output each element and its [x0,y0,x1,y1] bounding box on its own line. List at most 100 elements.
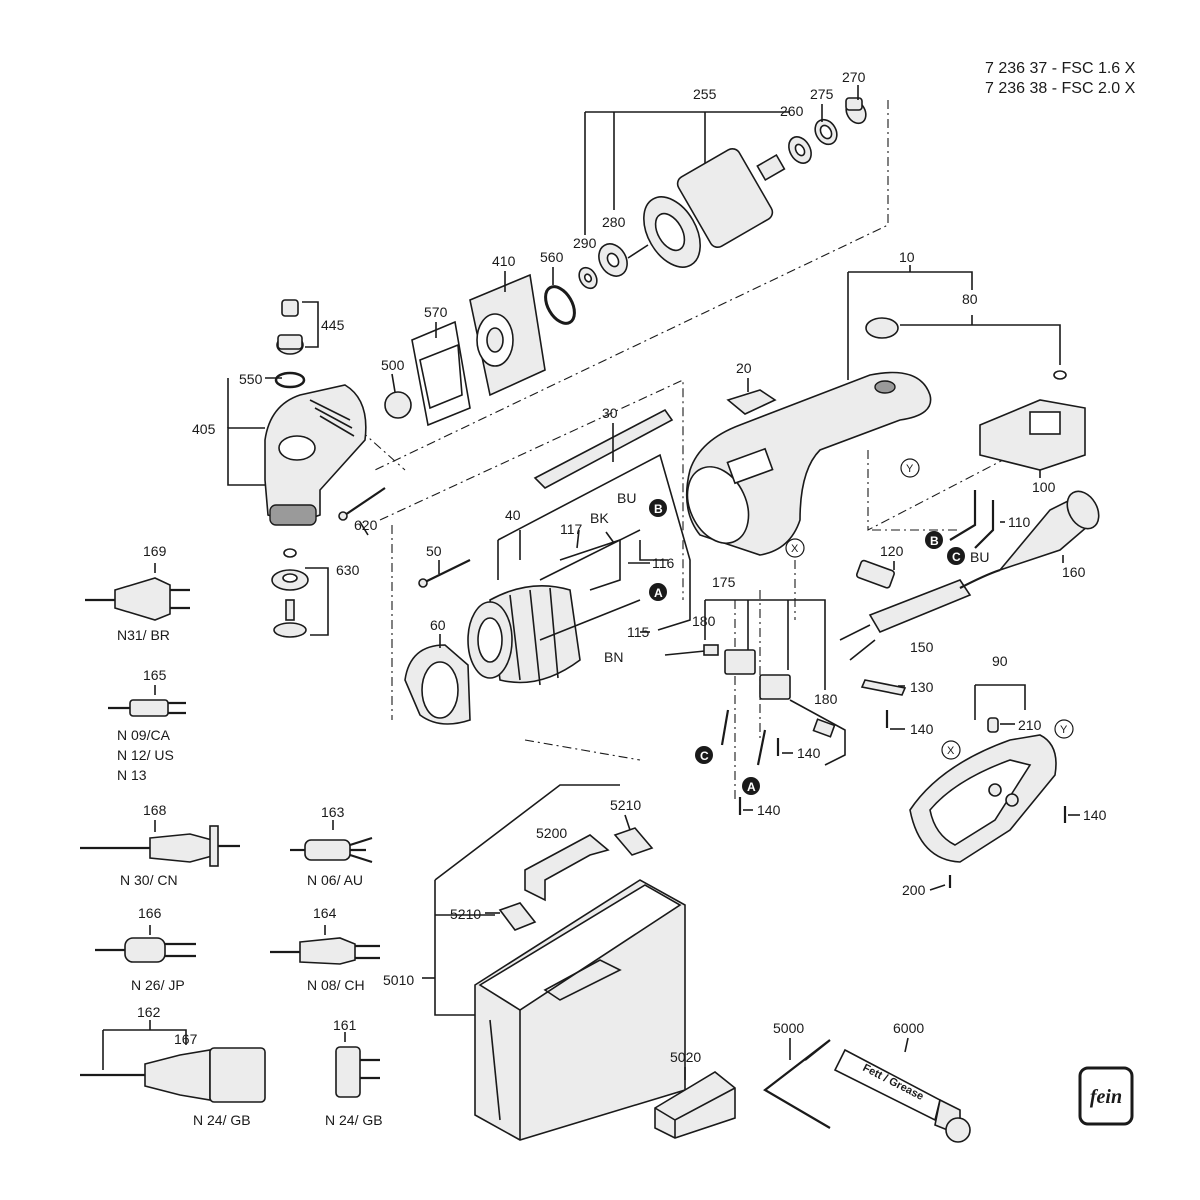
label-280: 280 [602,214,626,230]
label-620: 620 [354,517,378,533]
washer-290 [578,266,598,290]
label-570: 570 [424,304,448,320]
label-167: 167 [174,1031,198,1047]
alignment-callouts: X Y X Y [785,458,1074,760]
label-166: 166 [138,905,162,921]
stator-40 [467,585,581,686]
label-550: 550 [239,371,263,387]
end-shield-60 [404,644,471,725]
cap-445 [276,299,304,355]
label-120: 120 [880,543,904,559]
bearing-260 [788,136,812,164]
plug-165 [108,685,186,717]
clamp-130 [860,679,907,696]
switch-rod-30 [533,408,674,489]
plug-166 [95,925,196,963]
wire-label-bu-1: BU [617,490,636,506]
handle-cover-90 [909,684,1057,888]
label-160: 160 [1062,564,1086,580]
label-210: 210 [1018,717,1042,733]
label-161: 161 [333,1017,357,1033]
cap-80 [865,315,1067,380]
variant-n24-b: N 24/ GB [325,1112,383,1128]
label-140-b: 140 [797,745,821,761]
plug-162 [80,1020,266,1103]
callout-a-1: A [654,586,663,600]
callout-y-1: Y [906,463,914,475]
plug-169 [85,563,190,621]
label-175: 175 [712,574,736,590]
ring-275 [814,118,838,146]
label-180-a: 180 [692,613,716,629]
block-5020 [654,1071,736,1139]
model-line-2: 7 236 38 - FSC 2.0 X [985,80,1136,97]
label-5210-a: 5210 [610,797,641,813]
motor-housing-10 [685,371,932,556]
label-630: 630 [336,562,360,578]
variant-n06: N 06/ AU [307,872,363,888]
wire-leads [497,453,691,641]
connection-callouts: B A B C C A [649,499,965,795]
label-5200: 5200 [536,825,567,841]
wire-label-bu-2: BU [970,549,989,565]
label-290: 290 [573,235,597,251]
label-115: 115 [627,624,650,640]
label-60: 60 [430,617,446,633]
cable-clamp-120 [855,559,895,589]
label-164: 164 [313,905,337,921]
screw-620 [338,487,386,521]
label-140-d: 140 [1083,807,1107,823]
callout-b-1: B [654,502,663,516]
label-150: 150 [910,639,934,655]
o-ring-560 [544,285,576,325]
cap-270 [845,97,867,125]
model-line-1: 7 236 37 - FSC 1.6 X [985,60,1136,77]
variant-n31: N31/ BR [117,627,170,643]
bearing-280 [598,243,628,277]
variant-n13: N 13 [117,767,147,783]
armature-assembly [544,97,867,325]
label-255: 255 [693,86,717,102]
label-117: 117 [560,521,583,537]
label-165: 165 [143,667,167,683]
hex-key-5000 [763,1039,831,1129]
label-30: 30 [602,405,618,421]
switch-175 [664,599,846,766]
label-5010: 5010 [383,972,414,988]
callout-c-2: C [700,749,709,763]
part-labels: 10 20 30 40 50 60 80 90 100 110 115 116 … [137,69,1107,1065]
variant-n09: N 09/CA [117,727,171,743]
label-6000: 6000 [893,1020,924,1036]
fein-logo: fein [1078,1066,1134,1126]
callout-b-2: B [930,534,939,548]
ball-500 [384,391,412,419]
armature [627,147,786,268]
assembly-axes [359,100,1081,800]
callout-x-1: X [791,543,799,555]
variant-n12: N 12/ US [117,747,174,763]
plug-variant-labels: N31/ BR N 09/CA N 12/ US N 13 N 30/ CN N… [117,627,383,1128]
label-140-a: 140 [910,721,934,737]
wire-color-labels: BK BU BU BN [590,490,989,665]
label-90: 90 [992,653,1008,669]
flange-assembly-630 [271,548,329,638]
label-410: 410 [492,253,516,269]
cable-150 [839,568,1001,661]
label-270: 270 [842,69,866,85]
o-ring-550 [274,371,306,389]
label-10: 10 [899,249,915,265]
gasket-570 [411,320,471,427]
label-180-b: 180 [814,691,838,707]
wires-110 [949,490,1005,549]
variant-n30: N 30/ CN [120,872,178,888]
label-5000: 5000 [773,1020,804,1036]
label-560: 560 [540,249,564,265]
label-168: 168 [143,802,167,818]
callout-y-2: Y [1060,724,1068,736]
variant-n26: N 26/ JP [131,977,185,993]
logo-text: fein [1090,1086,1122,1108]
plug-163 [290,820,373,864]
button-20 [726,389,777,415]
callout-c-1: C [952,550,961,564]
